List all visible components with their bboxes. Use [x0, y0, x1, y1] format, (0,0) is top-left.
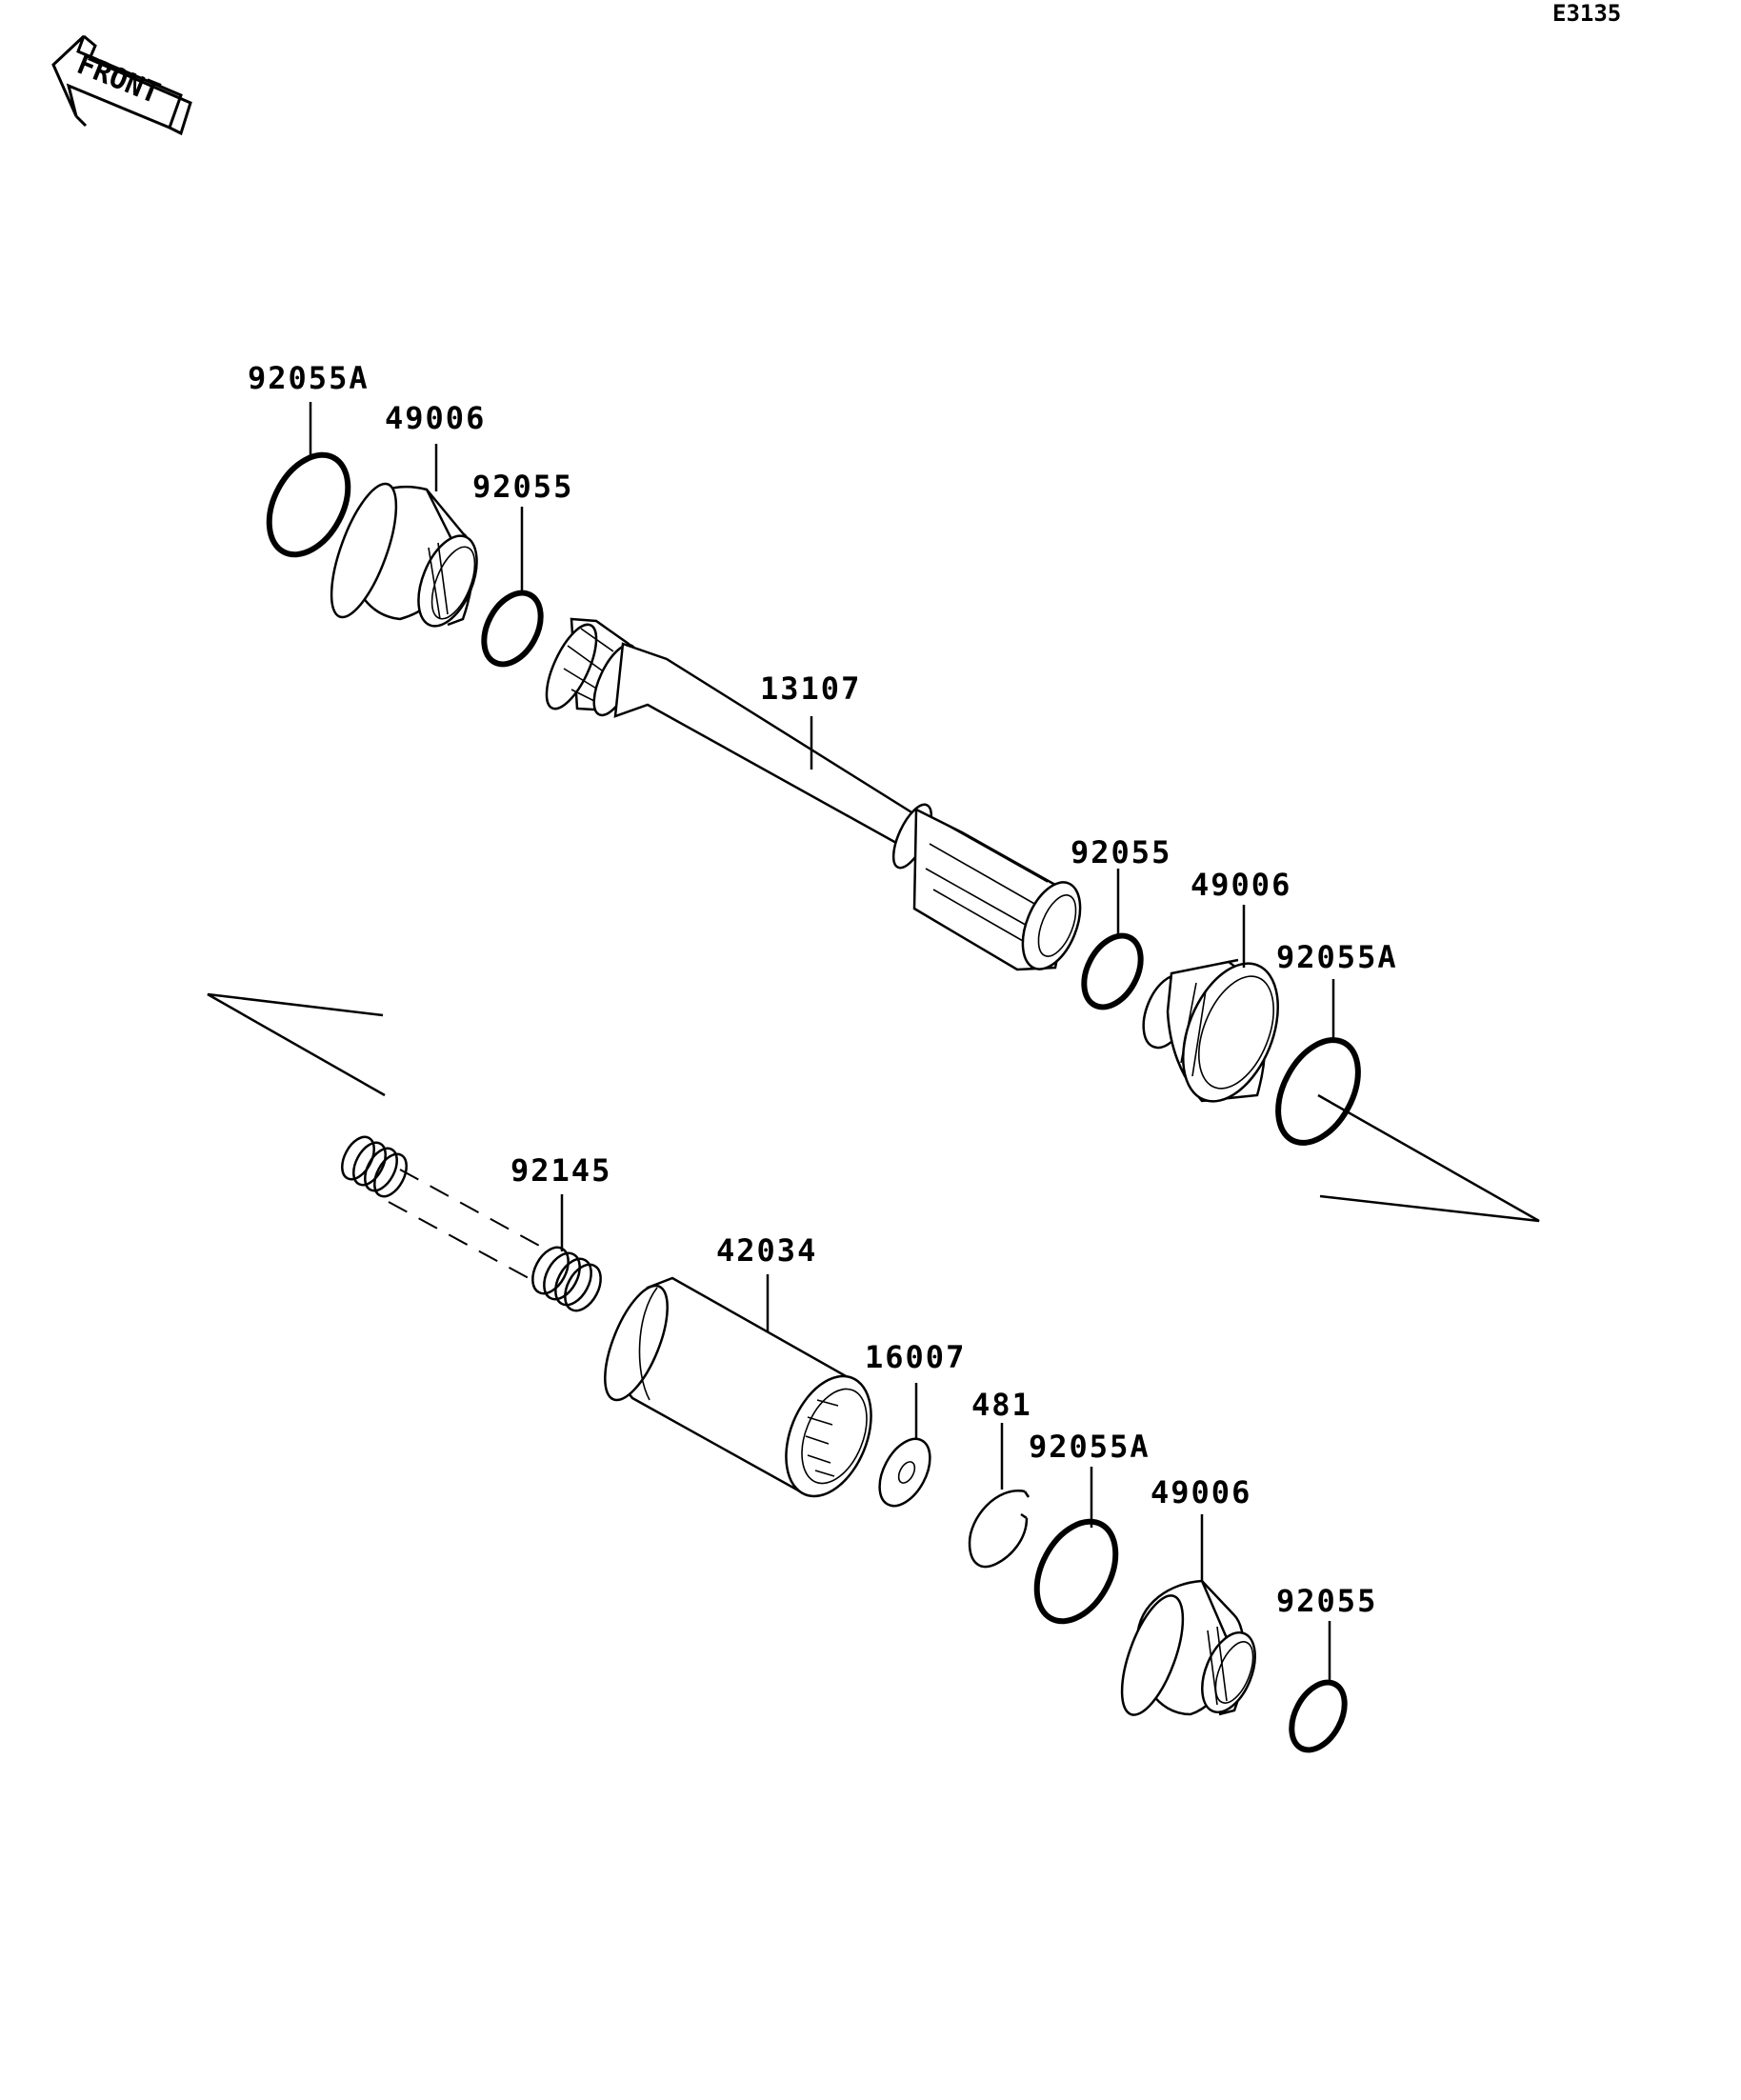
washer [878, 1437, 931, 1508]
label-49006-upper-right: 49006 [1191, 867, 1291, 903]
label-92055-lower: 92055 [1276, 1583, 1377, 1619]
circlip [968, 1490, 1031, 1569]
upper-boot-left [330, 482, 478, 628]
assembly-connector-lines [207, 992, 1540, 1223]
shaft [545, 617, 1082, 971]
label-42034: 42034 [716, 1232, 817, 1269]
label-92055a-upper-right: 92055A [1276, 939, 1398, 975]
front-arrow-icon: FRONT [51, 34, 192, 136]
lower-ring [1289, 1679, 1348, 1753]
label-49006-lower: 49006 [1151, 1474, 1251, 1510]
lower-boot [1120, 1579, 1256, 1716]
label-49006-upper-left: 49006 [385, 400, 486, 436]
diagram-code: E3135 [1552, 0, 1621, 27]
spring-left-ghost [341, 1135, 408, 1198]
spring-dashed-path [388, 1169, 544, 1285]
label-92055-upper-left: 92055 [472, 469, 573, 505]
upper-boot-right [1142, 958, 1279, 1103]
label-92055a-upper-left: 92055A [248, 360, 370, 396]
lower-ring-a [1033, 1518, 1119, 1625]
label-92055a-lower: 92055A [1029, 1429, 1151, 1465]
label-13107: 13107 [760, 670, 861, 707]
label-92145: 92145 [510, 1152, 611, 1189]
label-16007: 16007 [865, 1339, 966, 1375]
spring [531, 1246, 602, 1312]
label-92055-upper-right: 92055 [1071, 834, 1171, 870]
upper-ring-a-left [266, 451, 351, 558]
upper-ring-a-right [1275, 1037, 1361, 1146]
coupling [604, 1276, 872, 1498]
upper-ring-left [481, 590, 544, 668]
label-481: 481 [971, 1387, 1032, 1423]
upper-ring-right [1081, 932, 1144, 1010]
